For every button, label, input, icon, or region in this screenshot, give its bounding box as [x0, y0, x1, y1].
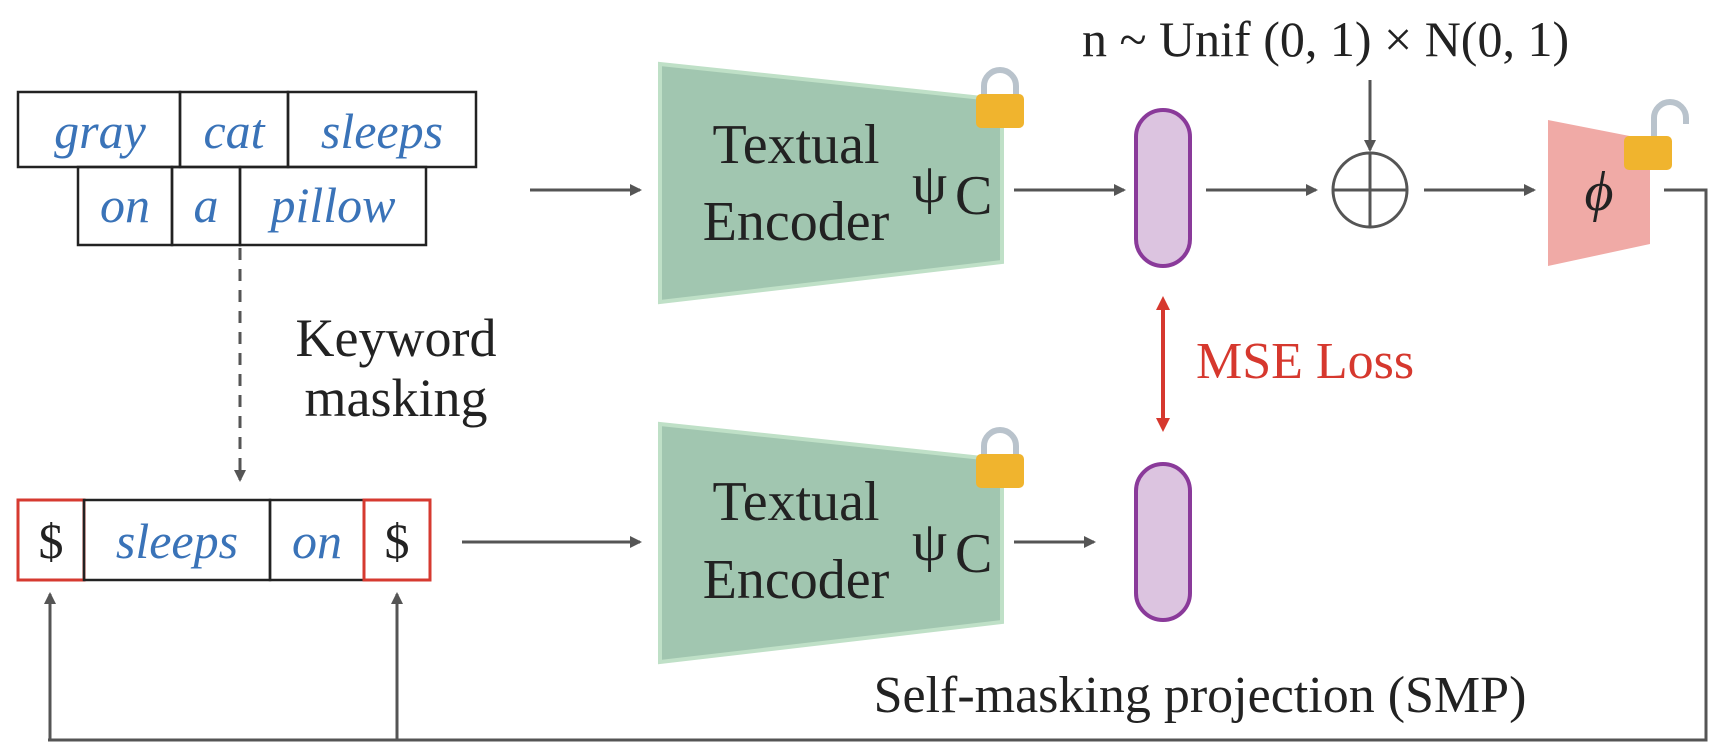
- encoder-top-subscript: C: [955, 165, 992, 227]
- lock-icon: [976, 427, 1024, 488]
- embedding-top: [1134, 108, 1192, 268]
- encoder-bottom-symbol: ψ: [912, 511, 947, 573]
- textual-encoder-top: Textual Encoder ψ C: [658, 61, 1004, 305]
- encoder-top-line2: Encoder: [703, 191, 890, 253]
- mask-token-1: $: [39, 513, 64, 569]
- encoder-bottom-subscript: C: [955, 523, 992, 585]
- token-cat: cat: [203, 103, 265, 159]
- encoder-bottom-line2: Encoder: [703, 549, 890, 611]
- mask-token-2: $: [385, 513, 410, 569]
- projector-symbol: ϕ: [1585, 161, 1614, 223]
- embedding-bottom: [1134, 462, 1192, 622]
- noise-formula: n ~ Unif (0, 1) × N(0, 1): [1082, 11, 1569, 67]
- token-box-pillow: [238, 165, 428, 247]
- encoder-top-line1: Textual: [712, 114, 879, 176]
- keyword-masking-line1: Keyword: [296, 308, 497, 368]
- lock-icon: [976, 67, 1024, 128]
- masked-caption: $ sleeps on $: [16, 498, 432, 582]
- unlocked-lock-icon: [1624, 99, 1689, 170]
- input-caption: gray cat sleeps on a pillow: [16, 90, 478, 247]
- token-sleeps: sleeps: [321, 103, 443, 159]
- add-noise-icon: [1331, 151, 1409, 229]
- token-pillow: pillow: [267, 177, 395, 233]
- keyword-masking-line2: masking: [305, 368, 488, 428]
- masked-token-on: on: [292, 513, 342, 569]
- mse-loss-label: MSE Loss: [1196, 333, 1414, 390]
- token-gray: gray: [54, 103, 146, 159]
- encoder-bottom-line1: Textual: [712, 471, 879, 533]
- masked-token-sleeps: sleeps: [116, 513, 238, 569]
- token-on: on: [100, 177, 150, 233]
- textual-encoder-bottom: Textual Encoder ψ C: [658, 421, 1004, 665]
- encoder-top-symbol: ψ: [912, 153, 947, 215]
- feedback-line: [48, 188, 1708, 742]
- smp-label: Self-masking projection (SMP): [874, 667, 1527, 724]
- masked-token-box-2: [362, 498, 432, 582]
- token-a: a: [194, 177, 219, 233]
